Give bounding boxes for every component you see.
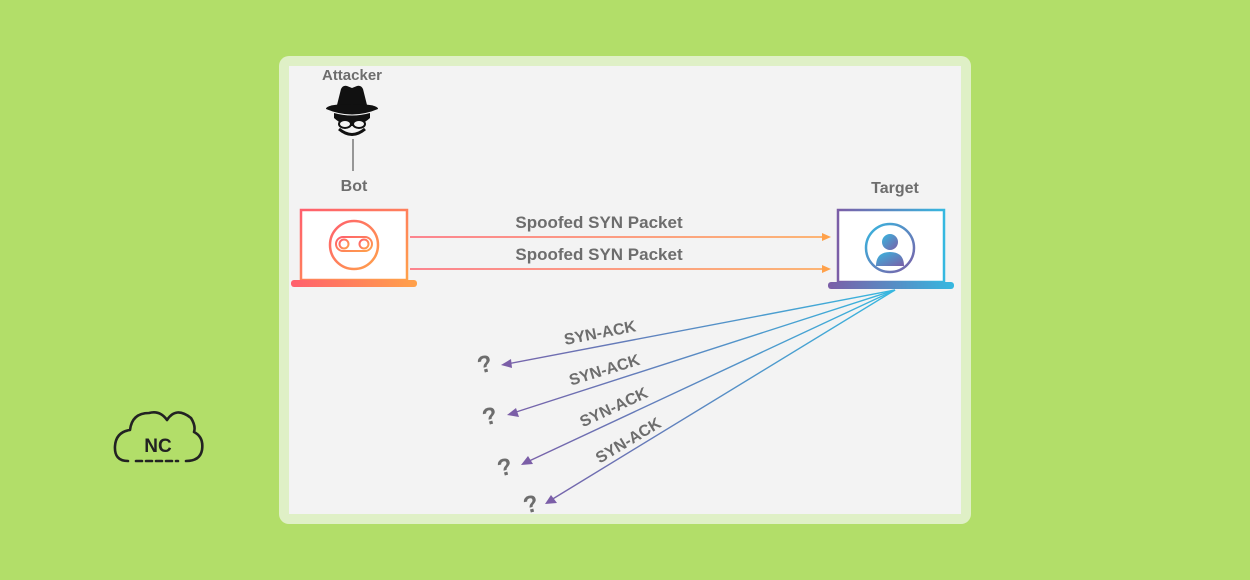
target-user-icon: [864, 222, 916, 274]
attacker-spy-icon: [326, 85, 378, 136]
syn-packet-label-2: Spoofed SYN Packet: [515, 245, 683, 264]
target-label: Target: [871, 180, 919, 197]
unknown-host-mark-1: ?: [474, 350, 495, 380]
bot-label: Bot: [341, 178, 368, 195]
syn-ack-arrow-1: [501, 289, 896, 368]
syn-ack-label-1: SYN-ACK: [563, 318, 638, 349]
syn-ack-arrow-4: [545, 289, 896, 504]
target-laptop-icon: [828, 208, 954, 289]
syn-packet-arrow-2: [410, 265, 831, 273]
syn-ack-arrow-3: [521, 289, 896, 465]
syn-ack-arrow-2: [507, 289, 896, 417]
unknown-host-mark-3: ?: [494, 453, 515, 483]
diagram-panel: [289, 66, 961, 514]
nc-cloud-logo-icon: NC: [113, 411, 204, 463]
bot-robot-icon: [328, 219, 380, 271]
syn-ack-label-4: SYN-ACK: [593, 415, 665, 467]
unknown-host-mark-4: ?: [520, 490, 541, 520]
syn-packet-arrow-1: [410, 233, 831, 241]
unknown-host-mark-2: ?: [479, 402, 500, 432]
bot-laptop-icon: [291, 208, 417, 287]
syn-packet-label-1: Spoofed SYN Packet: [515, 213, 683, 232]
nc-logo-text: NC: [144, 436, 172, 457]
attacker-label: Attacker: [322, 67, 382, 84]
